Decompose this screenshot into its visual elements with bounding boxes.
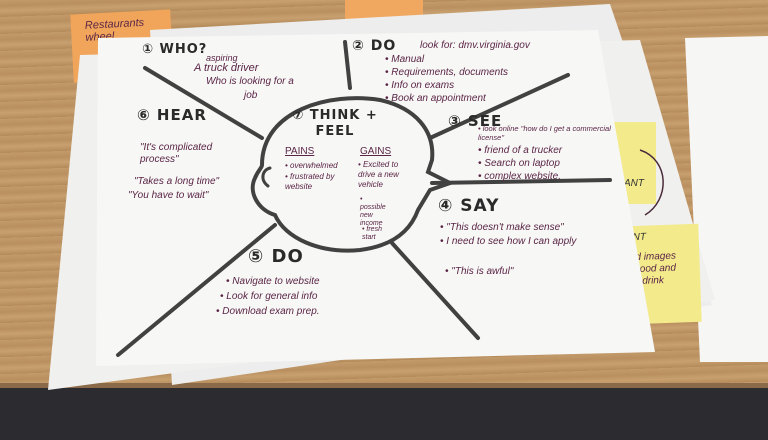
say-item: • "This doesn't make sense" [440,222,564,233]
pains-title: PAINS [285,146,315,157]
do-top-item: • Book an appointment [385,93,486,104]
gains-title: GAINS [360,146,392,157]
floor [0,388,768,440]
do-top-intro: look for: dmv.virginia.gov [420,40,530,51]
do-top-heading: ② DO [352,38,397,54]
say-heading: ④ SAY [438,196,500,216]
say-item: • "This is awful" [445,266,514,277]
gains-item: • fresh start [362,226,382,241]
who-line: aspiring [206,53,238,63]
who-line: job [244,90,258,101]
hear-line: "Takes a long time" [134,176,220,187]
hear-line: "It's complicated process" [140,142,213,165]
say-item: • I need to see how I can apply [440,236,577,247]
do-top-item: • Manual [385,54,425,65]
see-item: • Search on laptop [478,158,560,169]
see-item: • friend of a trucker [478,145,563,156]
who-line: A truck driver [194,62,259,74]
hear-line: "You have to wait" [128,190,209,201]
do-bottom-item: • Download exam prep. [216,306,320,317]
who-line: Who is looking for a [206,76,294,87]
gains-item: • possible new income [360,196,386,227]
see-item: • complex website. [478,171,561,182]
hear-heading: ⑥ HEAR [137,106,207,124]
do-bottom-item: • Look for general info [220,291,318,302]
do-top-item: • Info on exams [385,80,455,91]
see-heading: ③ SEE [448,112,503,130]
pains-item: • frustrated by website [285,172,335,191]
do-bottom-heading: ⑤ DO [248,246,304,267]
sticky-note-text: ANT [624,178,644,189]
think-feel-heading: ⑦ THINK + FEEL [292,108,378,139]
table-edge [0,383,768,391]
gains-item: • Excited to drive a new vehicle [358,160,399,189]
who-heading: ① WHO? [142,42,208,57]
do-top-item: • Requirements, documents [385,67,509,78]
pains-item: • overwhelmed [285,161,338,170]
do-bottom-item: • Navigate to website [226,276,320,287]
see-item: • look online "how do I get a commercial… [478,124,611,142]
